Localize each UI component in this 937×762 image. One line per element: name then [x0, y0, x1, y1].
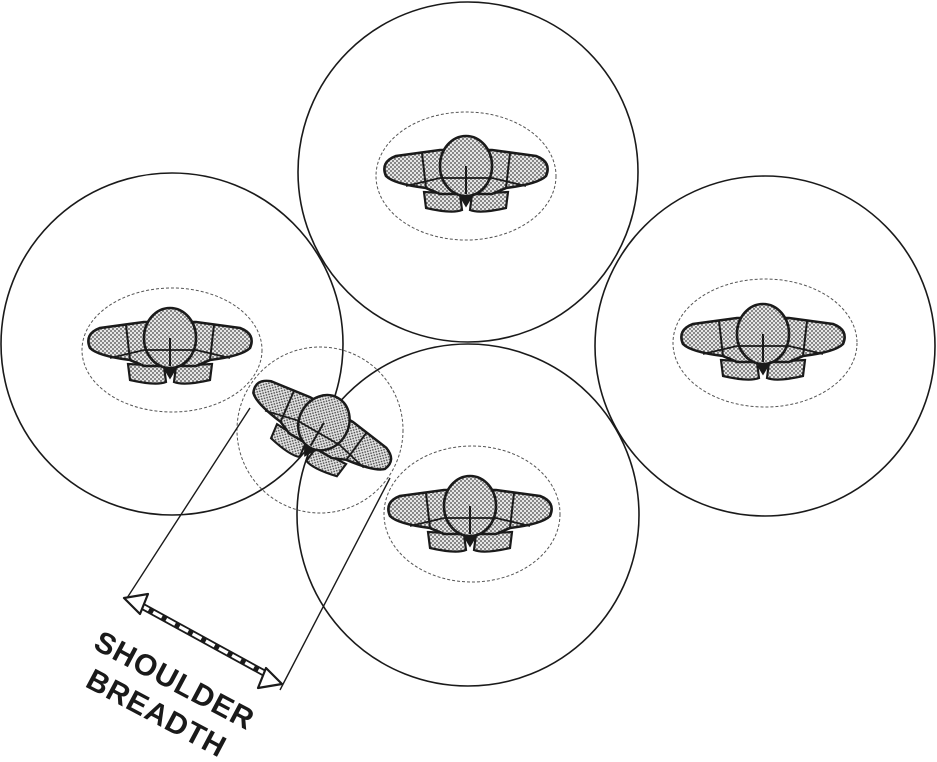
- extension-line-right: [279, 477, 391, 691]
- space-circle-left: [0, 172, 344, 516]
- body-zone-intruder: [236, 346, 404, 514]
- space-circle-right: [594, 175, 936, 517]
- person-figure-intruder: [233, 358, 407, 501]
- space-circle-top: [297, 1, 639, 343]
- person-figure-right: [680, 302, 846, 381]
- body-zone-right: [672, 278, 858, 408]
- shoulder-breadth-arrow: [122, 592, 284, 690]
- extension-line-left: [126, 407, 251, 599]
- body-zone-left: [81, 287, 263, 413]
- space-circle-bottom: [296, 343, 640, 687]
- person-figure-bottom: [387, 474, 553, 553]
- body-zone-top: [375, 111, 557, 241]
- person-figure-top: [383, 134, 549, 213]
- person-figure-left: [87, 306, 253, 385]
- body-zone-bottom: [383, 445, 561, 583]
